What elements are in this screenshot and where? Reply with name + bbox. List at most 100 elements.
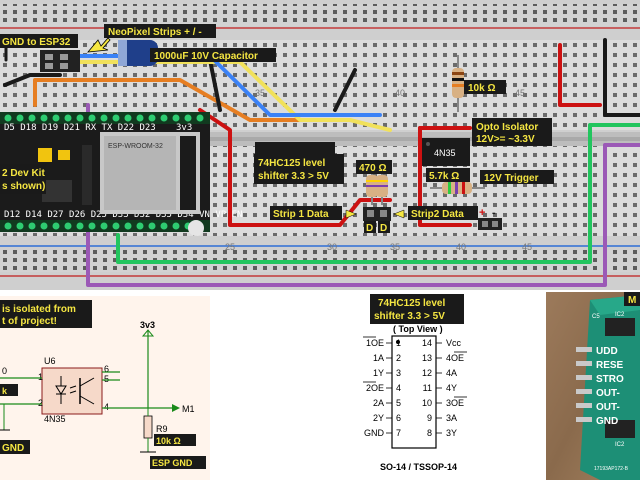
pin-number-left: 2 <box>396 353 401 363</box>
pin-name-left: 2OE <box>366 383 384 393</box>
label-opto-isolator: Opto Isolator <box>476 122 538 133</box>
pin-number-right: 8 <box>427 428 432 438</box>
schematic-note-b: t of project! <box>2 316 57 327</box>
pin-number-right: 13 <box>422 353 432 363</box>
label-d-right: D <box>380 223 387 234</box>
pcb-corner-label: M <box>628 295 636 306</box>
pin-name-right: Vcc <box>446 338 462 348</box>
pinout-package: SO-14 / TSSOP-14 <box>380 462 457 472</box>
left-k: k <box>2 386 8 396</box>
pin-number: 4 <box>104 402 109 412</box>
pinout-title-b: shifter 3.3 > 5V <box>374 311 445 322</box>
label-devkit-b: s shown) <box>2 181 45 192</box>
pcb-pin <box>576 389 592 394</box>
pin-name-right: 4Y <box>446 383 457 393</box>
pcb-ic2-bottom: IC2 <box>615 442 625 448</box>
pcb-pin <box>576 347 592 352</box>
pin-name-left: 2Y <box>373 413 384 423</box>
pcb-pin <box>576 403 592 408</box>
strip-connectors <box>363 207 502 230</box>
row-number: 35 <box>390 242 400 252</box>
esp-gnd-label: ESP GND <box>152 458 193 468</box>
pin-number-left: 4 <box>396 383 401 393</box>
r9-label: R9 <box>156 424 168 434</box>
bb-labels: GND to ESP32 NeoPixel Strips + / - 1000u… <box>0 24 554 234</box>
pin-name-right: 3A <box>446 413 457 423</box>
pin-name-left: 1OE <box>366 338 384 348</box>
wire-orange <box>33 78 332 122</box>
pin-number-left: 5 <box>396 398 401 408</box>
wire-black <box>333 68 357 112</box>
u6-label: U6 <box>44 356 56 366</box>
r9-value: 10k Ω <box>156 436 181 446</box>
wire-black <box>208 58 222 112</box>
pin-number: 6 <box>104 364 109 374</box>
pin-name-right: 3Y <box>446 428 457 438</box>
resistor-10k <box>452 55 464 112</box>
label-devkit-a: 2 Dev Kit <box>2 168 45 179</box>
row-number: 35 <box>255 88 265 98</box>
pin-number: 2 <box>38 398 43 408</box>
row-number: 40 <box>456 242 466 252</box>
pin-number-left: 1 <box>396 338 401 348</box>
row-number: 45 <box>515 88 525 98</box>
row-number: 25 <box>225 242 235 252</box>
pointer-arrow <box>87 37 111 53</box>
pcb-pin <box>576 417 592 422</box>
rail-3v3: 3v3 <box>140 320 155 330</box>
pcb-pin-label: STRO <box>596 374 624 385</box>
label-level-shifter-a: 74HC125 level <box>258 158 325 169</box>
left-val: 0 <box>2 366 7 376</box>
label-strip1-data: Strip 1 Data <box>273 209 329 220</box>
wire-red <box>198 108 392 227</box>
label-resistor-470: 470 Ω <box>359 163 386 174</box>
pinout-diagram: 74HC125 level shifter 3.3 > 5V ( Top Vie… <box>363 294 467 472</box>
row-number: 45 <box>522 242 532 252</box>
esp-module-label: ESP-WROOM-32 <box>108 143 163 150</box>
label-plus: + <box>479 207 485 219</box>
pin-number-right: 12 <box>422 368 432 378</box>
pinout-view: ( Top View ) <box>393 324 443 334</box>
pcb-pin-label: OUT- <box>596 388 620 399</box>
pcb-c5: C5 <box>592 314 600 320</box>
label-trigger: 12V Trigger <box>484 173 539 184</box>
pin-number-left: 7 <box>396 428 401 438</box>
pin-number-left: 6 <box>396 413 401 423</box>
pin-number-right: 11 <box>423 383 432 393</box>
label-gnd-to-esp32: GND to ESP32 <box>2 37 71 48</box>
wire-red <box>558 43 602 107</box>
gnd-label: GND <box>2 443 24 454</box>
neopixel-header <box>40 50 80 72</box>
capacitor <box>118 40 158 66</box>
label-strip2-data: Strip2 Data <box>411 209 464 220</box>
pcb-pin-label: RESE <box>596 360 624 371</box>
pcb-code: 17193AP172-B <box>594 466 629 472</box>
net-m1: M1 <box>182 404 195 414</box>
pcb-ic2-top: IC2 <box>615 312 625 318</box>
u6-chip: 4N35 <box>44 414 66 424</box>
label-opto-range: 12V>= ~3.3V <box>476 134 535 145</box>
pin-number: 1 <box>38 372 43 382</box>
resistor-5k7 <box>430 182 485 194</box>
wire-black <box>603 38 640 117</box>
esp32-board: D5 D18 D19 D21 RX TX D22 D23 3v3 D12 D14… <box>0 112 242 236</box>
resistor-470 <box>366 170 388 205</box>
opto-schematic: is isolated from t of project! U6 4N35 1… <box>0 296 210 480</box>
label-capacitor: 1000uF 10V Capacitor <box>154 51 258 62</box>
row-number: 40 <box>395 88 405 98</box>
pin-number-right: 9 <box>427 413 432 423</box>
pin-number-right: 10 <box>422 398 432 408</box>
pinout-title-a: 74HC125 level <box>378 298 445 309</box>
label-d-left: D <box>366 223 373 234</box>
opto-chip-label: 4N35 <box>434 148 456 158</box>
pin-number-left: 3 <box>396 368 401 378</box>
pcb-pin-label: UDD <box>596 346 618 357</box>
wire-red <box>418 126 472 227</box>
opto-chip: 4N35 <box>422 138 470 166</box>
pin-name-right: 4A <box>446 368 457 378</box>
pin-name-left: 1A <box>373 353 384 363</box>
pin-name-left: GND <box>364 428 385 438</box>
pin-number: 5 <box>104 374 109 384</box>
wire-green <box>116 123 640 264</box>
